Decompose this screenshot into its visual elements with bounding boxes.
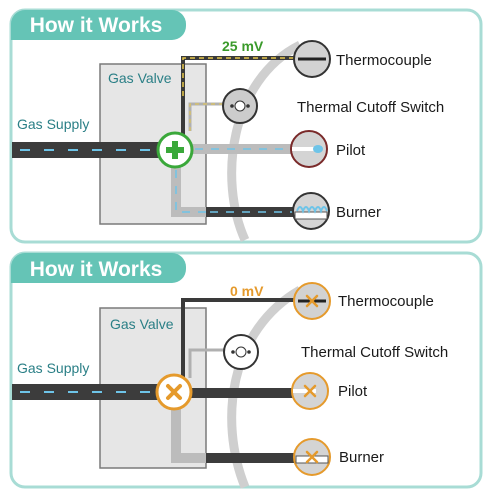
burner-label: Burner (339, 449, 384, 466)
pilot-label: Pilot (336, 142, 366, 159)
voltage-reading: 25 mV (222, 38, 264, 54)
burner-flames-icon (296, 206, 328, 214)
gas-supply-pipe (12, 142, 162, 158)
panel-title: How it Works (30, 258, 163, 281)
thermocouple-off-x-icon (305, 294, 319, 308)
pilot-pipe (190, 388, 306, 398)
thermocouple-label: Thermocouple (336, 52, 432, 69)
thermocouple-wire-stripe (182, 57, 322, 96)
thermocouple-label: Thermocouple (338, 293, 434, 310)
burner-node (292, 192, 330, 230)
gas-valve-label: Gas Valve (108, 70, 172, 86)
cutoff-switch-label: Thermal Cutoff Switch (301, 344, 448, 361)
burner-off-x-icon (305, 450, 319, 464)
x-icon (166, 384, 182, 400)
pilot-flame-icon (313, 145, 323, 153)
switch-pin-left-icon (231, 350, 235, 354)
gas-supply-label: Gas Supply (17, 360, 89, 376)
cutoff-wire-stripe (189, 103, 242, 131)
panel-title: How it Works (30, 14, 163, 37)
panel-inactive: How it Works Gas Valve Gas Supply 0 mV T… (9, 251, 483, 489)
switch-pin-left-icon (230, 104, 234, 108)
pilot-label: Pilot (338, 383, 368, 400)
plus-icon (166, 141, 184, 159)
voltage-reading: 0 mV (230, 283, 264, 299)
switch-pin-right-icon (246, 104, 250, 108)
header-tab (11, 253, 186, 283)
gas-valve-label: Gas Valve (110, 316, 174, 332)
burner-label: Burner (336, 204, 381, 221)
panel-active: How it Works Gas Valve Gas Supply 25 (9, 8, 483, 244)
pilot-off-x-icon (303, 384, 317, 398)
cutoff-switch-label: Thermal Cutoff Switch (297, 99, 444, 116)
switch-pin-right-icon (247, 350, 251, 354)
gas-supply-pipe (12, 384, 162, 400)
switch-contact-icon (234, 100, 246, 112)
gas-supply-label: Gas Supply (17, 116, 89, 132)
burner-bar (294, 211, 328, 220)
header-tab (11, 10, 186, 40)
thermocouple-wire-main (181, 298, 322, 382)
switch-contact-icon (235, 346, 247, 358)
